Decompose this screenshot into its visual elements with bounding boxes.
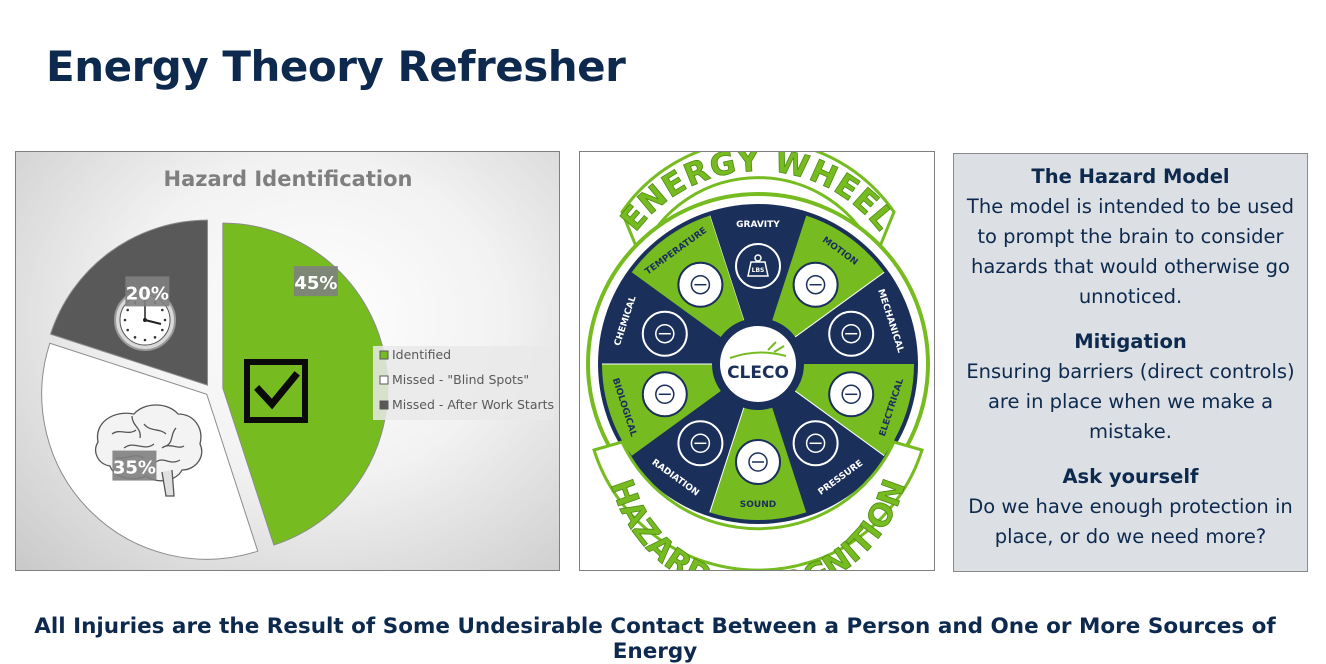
hazard-identification-chart: Hazard Identification 45% 35% 20% Identifi…	[15, 151, 560, 571]
wheel-divider	[709, 407, 745, 513]
legend-entry: Missed - After Work Starts	[392, 397, 554, 412]
flask-icon	[641, 310, 688, 357]
energy-statement-banner: All Injuries are the Result of Some Unde…	[34, 614, 1276, 664]
hazard-model-heading: The Hazard Model	[1031, 165, 1230, 188]
biohazard-icon	[641, 371, 688, 418]
bottom-banner	[592, 440, 924, 570]
radiation-icon	[677, 420, 724, 467]
speaker-icon	[735, 439, 781, 485]
cleco-logo-text: CLECO	[727, 363, 789, 383]
data-label-box	[293, 266, 338, 297]
legend-swatch	[379, 375, 389, 385]
lightning-icon	[828, 371, 875, 418]
mitigation-heading: Mitigation	[1074, 330, 1187, 353]
mitigation-body: Ensuring barriers (direct controls) are …	[966, 360, 1295, 443]
wheel-label-sound: SOUND	[740, 500, 776, 510]
weight-lbs-icon: LBS	[735, 243, 781, 289]
data-label-box	[125, 276, 170, 307]
gear-icon	[828, 310, 875, 357]
hazard-model-section: The Hazard Model The model is intended t…	[964, 162, 1297, 312]
data-label-identified: 45%	[294, 273, 337, 294]
wheel-divider	[794, 271, 885, 338]
gauge-icon	[792, 420, 839, 467]
cleco-logo: CLECO	[727, 341, 789, 383]
slide-title: Energy Theory Refresher	[46, 42, 626, 91]
mitigation-section: Mitigation Ensuring barriers (direct con…	[964, 327, 1297, 447]
legend-swatch	[379, 400, 389, 410]
legend-box	[373, 346, 553, 420]
pie-chart: Hazard Identification 45% 35% 20% Identifi…	[41, 167, 554, 560]
ask-yourself-section: Ask yourself Do we have enough protectio…	[964, 462, 1297, 552]
wheel-divider	[794, 390, 885, 457]
data-label-after-work-starts: 20%	[126, 283, 169, 304]
motion-arrows-icon	[792, 261, 839, 308]
wheel-label-gravity: GRAVITY	[736, 220, 780, 230]
legend-entry: Missed - "Blind Spots"	[392, 372, 529, 387]
thermometer-icon	[677, 261, 724, 308]
checkbox-checked-icon	[244, 359, 308, 423]
legend-entry: Identified	[392, 347, 451, 362]
hazard-model-body: The model is intended to be used to prom…	[966, 195, 1295, 308]
ask-yourself-heading: Ask yourself	[1062, 465, 1199, 488]
wheel-center	[720, 326, 796, 402]
chart-title: Hazard Identification	[164, 167, 413, 191]
legend-swatch	[379, 350, 389, 360]
weight-lbs-text: LBS	[752, 267, 765, 274]
ask-yourself-body: Do we have enough protection in place, o…	[968, 495, 1293, 548]
hazard-model-panel: The Hazard Model The model is intended t…	[953, 153, 1308, 572]
data-label-box	[112, 450, 157, 481]
energy-wheel: ENERGY WHEEL LBS GRAVITYMOTIONMECHANICAL…	[586, 152, 930, 570]
data-label-blind-spots: 35%	[113, 458, 156, 479]
